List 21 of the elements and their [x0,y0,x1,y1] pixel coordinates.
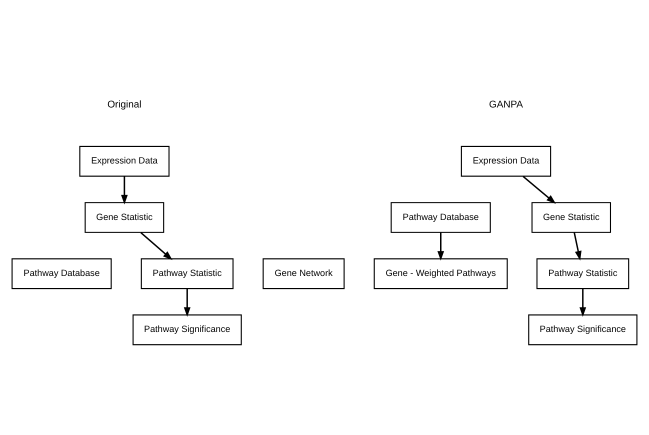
node-box: Gene Statistic [531,202,612,233]
arrow [140,232,172,260]
node-box: Pathway Significance [132,314,242,346]
node-box: Pathway Database [12,258,112,290]
node-box: Gene - Weighted Pathways [374,258,508,290]
node-box: Gene Network [262,258,345,290]
arrow [579,288,586,317]
arrow [437,232,444,261]
node-box: Pathway Significance [528,314,638,346]
arrow [574,232,582,261]
node-box: Expression Data [460,146,552,177]
arrow [184,288,191,317]
node-box: Expression Data [79,146,170,177]
arrow [121,176,128,204]
node-box: Pathway Statistic [536,258,630,290]
node-box: Gene Statistic [84,202,164,233]
node-box: Pathway Statistic [140,258,234,290]
node-box: Pathway Database [390,202,491,233]
label: GANPA [489,100,523,111]
arrow [522,176,556,204]
label: Original [107,100,142,111]
